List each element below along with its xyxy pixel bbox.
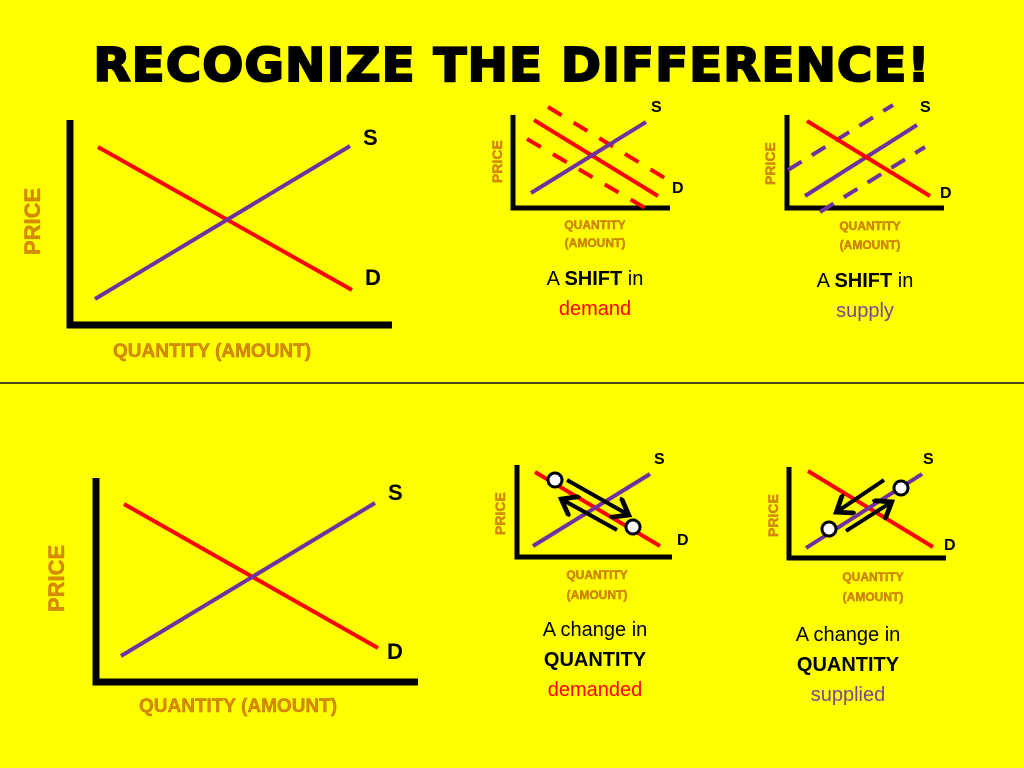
chart-qty-supplied: S D PRICE QUANTITY (AMOUNT) <box>765 451 956 604</box>
supply-shifted-left <box>786 103 895 172</box>
supply-curve <box>93 144 352 301</box>
amount-axis-label: (AMOUNT) <box>567 588 628 602</box>
demand-label: D <box>672 180 684 197</box>
supply-label: S <box>923 451 934 468</box>
point-upper <box>546 471 564 489</box>
axes <box>66 120 392 329</box>
price-axis-label: PRICE <box>765 494 781 537</box>
chart-shift-demand: S D PRICE QUANTITY (AMOUNT) <box>489 99 684 250</box>
caption-qty-demanded: A change in QUANTITY demanded <box>510 615 680 705</box>
supply-curve <box>531 472 652 548</box>
point-upper <box>892 479 910 497</box>
arrow-up-along-supply <box>844 503 890 533</box>
caption-line-1: A change in <box>795 624 901 646</box>
chart-top-left: S D PRICE QUANTITY (AMOUNT) <box>20 120 392 362</box>
supply-curve <box>529 120 648 195</box>
caption-line-2: QUANTITY <box>796 654 900 676</box>
supply-label: S <box>920 99 931 116</box>
demand-label: D <box>677 532 689 549</box>
axes <box>510 115 670 211</box>
caption-shift-supply: A SHIFT in supply <box>780 266 950 326</box>
demand-shifted-left <box>525 137 654 214</box>
quantity-axis-label: QUANTITY (AMOUNT) <box>113 341 311 362</box>
price-axis-label: PRICE <box>20 188 45 255</box>
chart-shift-supply: S D PRICE QUANTITY (AMOUNT) <box>762 99 952 252</box>
caption-line-2: demand <box>558 298 632 320</box>
amount-axis-label: (AMOUNT) <box>840 238 901 252</box>
quantity-axis-label: QUANTITY <box>839 219 900 233</box>
arrow-down-along-demand <box>566 478 627 514</box>
demand-label: D <box>944 537 956 554</box>
supply-label: S <box>388 480 403 505</box>
quantity-axis-label: QUANTITY (AMOUNT) <box>139 696 337 717</box>
price-axis-label: PRICE <box>44 545 69 612</box>
chart-qty-demanded: S D PRICE QUANTITY (AMOUNT) <box>492 451 689 602</box>
axes <box>92 478 418 686</box>
supply-label: S <box>654 451 665 468</box>
quantity-axis-label: QUANTITY <box>842 570 903 584</box>
demand-curve <box>805 119 932 198</box>
axes <box>514 465 672 560</box>
caption-line-1: A SHIFT in <box>816 270 914 292</box>
caption-line-1: A SHIFT in <box>546 268 644 290</box>
arrow-up-along-demand <box>563 500 618 532</box>
supply-label: S <box>651 99 662 116</box>
caption-line-3: supplied <box>810 684 886 706</box>
supply-curve <box>803 123 919 198</box>
amount-axis-label: (AMOUNT) <box>565 236 626 250</box>
section-divider <box>0 382 1024 384</box>
amount-axis-label: (AMOUNT) <box>843 590 904 604</box>
price-axis-label: PRICE <box>492 492 508 535</box>
quantity-axis-label: QUANTITY <box>566 568 627 582</box>
page-title: RECOGNIZE THE DIFFERENCE! <box>92 37 931 93</box>
caption-line-1: A change in <box>542 619 648 641</box>
caption-shift-demand: A SHIFT in demand <box>510 264 680 324</box>
demand-label: D <box>940 185 952 202</box>
chart-bottom-left: S D PRICE QUANTITY (AMOUNT) <box>44 478 418 717</box>
axes <box>784 115 944 211</box>
demand-curve <box>97 145 353 292</box>
point-lower <box>820 520 838 538</box>
demand-curve <box>532 118 660 198</box>
demand-label: D <box>387 639 403 664</box>
caption-qty-supplied: A change in QUANTITY supplied <box>763 620 933 710</box>
supply-curve <box>119 501 377 658</box>
demand-label: D <box>365 265 381 290</box>
caption-line-3: demanded <box>547 679 643 701</box>
axes <box>786 467 946 561</box>
caption-line-2: QUANTITY <box>543 649 647 671</box>
arrow-down-along-supply <box>838 478 886 511</box>
caption-line-2: supply <box>836 300 894 322</box>
supply-shifted-right <box>818 145 927 214</box>
point-lower <box>624 518 642 536</box>
supply-label: S <box>363 125 378 150</box>
price-axis-label: PRICE <box>489 140 505 183</box>
quantity-axis-label: QUANTITY <box>564 218 625 232</box>
price-axis-label: PRICE <box>762 142 778 185</box>
